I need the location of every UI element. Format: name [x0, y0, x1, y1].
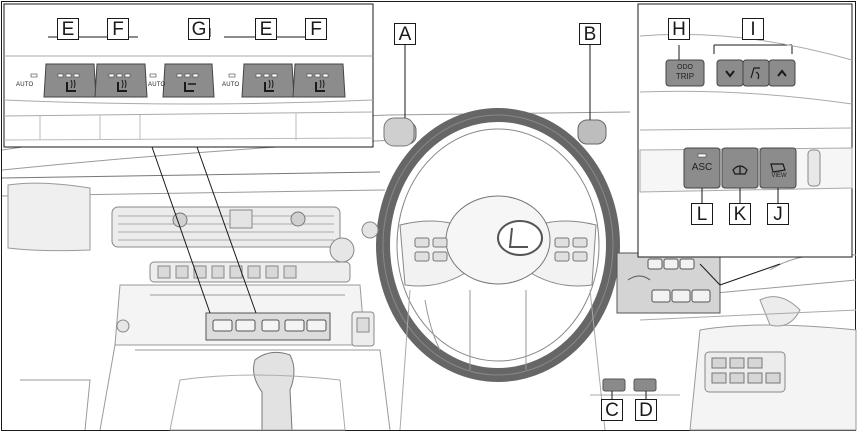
asc-label: ASC: [691, 162, 713, 173]
callout-i: I: [742, 18, 764, 40]
view-label: VIEW: [771, 173, 787, 179]
auto-label: AUTO: [16, 82, 34, 88]
trip-label: TRIP: [675, 72, 695, 81]
callout-e-right: E: [255, 18, 277, 40]
auto-label: AUTO: [148, 82, 166, 88]
seat-heater-icons: [66, 79, 325, 92]
odo-label: ODO: [677, 64, 693, 71]
callout-g: G: [188, 18, 210, 40]
seat-switch-mini-buttons: [212, 319, 327, 332]
callout-c: C: [601, 399, 623, 421]
callout-e-left: E: [57, 18, 79, 40]
callout-b: B: [579, 23, 601, 45]
callout-j: J: [767, 203, 789, 225]
callout-a: A: [394, 23, 416, 45]
auto-label: AUTO: [222, 82, 240, 88]
callout-d: D: [635, 399, 657, 421]
leader-lines: [151, 45, 781, 399]
callout-k: K: [729, 203, 751, 225]
callout-h: H: [668, 18, 690, 40]
callout-f-left: F: [107, 18, 129, 40]
callout-l: L: [691, 203, 713, 225]
callout-f-right: F: [305, 18, 327, 40]
column-switch-mini-buttons: [627, 258, 711, 303]
